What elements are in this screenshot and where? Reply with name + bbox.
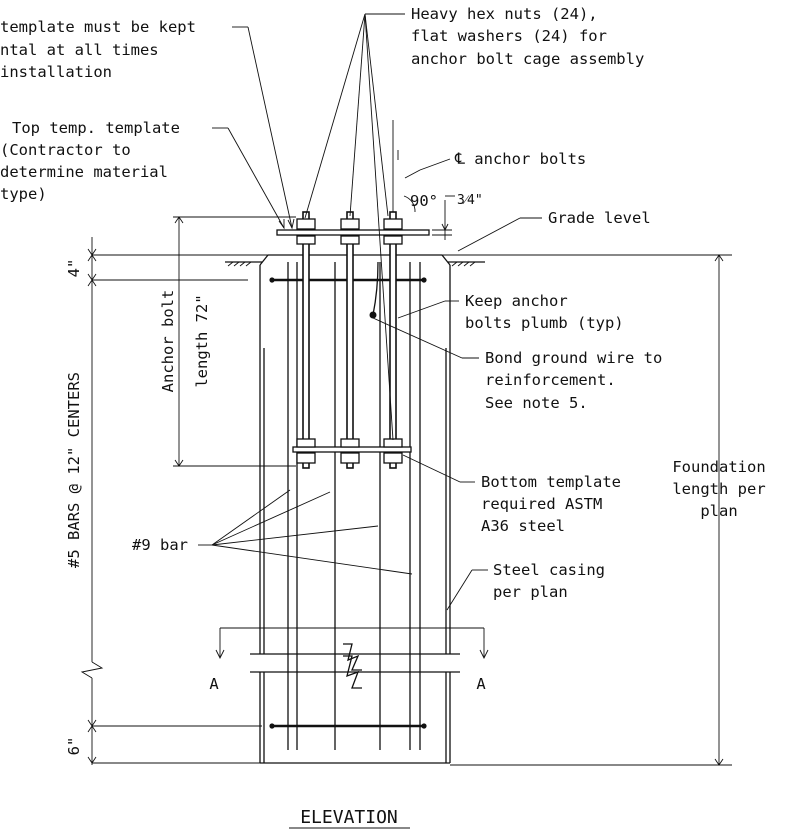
note-line: required ASTM xyxy=(481,495,602,513)
note-line: reinforcement. xyxy=(485,371,616,389)
section-mark-left: A xyxy=(209,675,219,693)
template-thickness-dimension xyxy=(432,195,455,240)
angle-label: 90° xyxy=(410,192,438,210)
grade-line xyxy=(225,261,485,267)
leader-lines xyxy=(198,13,542,611)
ground-wire xyxy=(369,261,379,319)
note-line: Bottom template xyxy=(481,473,621,491)
note-line: plan xyxy=(700,502,737,520)
steel-casing xyxy=(263,348,447,763)
note-bond-wire: Bond ground wire to reinforcement. See n… xyxy=(485,349,662,412)
dimension-top-label: 4" xyxy=(65,259,83,278)
hoop-bottom xyxy=(269,723,427,729)
section-break xyxy=(250,643,460,689)
section-cut xyxy=(215,627,489,660)
note-hex-nuts: Heavy hex nuts (24), flat washers (24) f… xyxy=(411,5,644,68)
left-dimension xyxy=(80,237,268,765)
note-line: Foundation xyxy=(672,458,765,476)
anchor-bolts xyxy=(302,120,399,469)
top-template xyxy=(276,218,430,245)
note-line: length per xyxy=(672,480,765,498)
dimension-bars-label: #5 BARS @ 12" CENTERS xyxy=(65,372,83,568)
note-line: determine material xyxy=(0,163,168,181)
note-line: Bond ground wire to xyxy=(485,349,662,367)
note-line: (Contractor to xyxy=(0,141,131,159)
note-line: flat washers (24) for xyxy=(411,27,607,45)
note-bottom-template: Bottom template required ASTM A36 steel xyxy=(481,473,621,535)
vertical-bars xyxy=(287,262,421,750)
cl-anchor-bolts-label: ℄ anchor bolts xyxy=(454,150,586,168)
note-line: installation xyxy=(0,63,112,81)
foundation-length-dimension xyxy=(440,254,732,766)
anchor-bolt-length-label: Anchor bolt xyxy=(159,290,177,393)
note-steel-casing: Steel casing per plan xyxy=(493,561,605,601)
note-top-template: Top temp. template (Contractor to determ… xyxy=(0,119,180,203)
note-line: ntal at all times xyxy=(0,41,159,59)
template-thickness-label: 3⁄4" xyxy=(457,193,483,208)
note-foundation-length: Foundation length per plan xyxy=(672,458,765,520)
note-line: anchor bolt cage assembly xyxy=(411,50,644,68)
grade-level-label: Grade level xyxy=(548,209,651,227)
drawing-title: ELEVATION xyxy=(300,807,398,828)
bottom-template xyxy=(292,438,412,464)
section-mark-right: A xyxy=(476,675,486,693)
anchor-bolt-length-dimension xyxy=(173,216,296,467)
note-line: per plan xyxy=(493,583,568,601)
note-line: Steel casing xyxy=(493,561,605,579)
note-line: type) xyxy=(0,185,47,203)
foundation-shaft xyxy=(259,254,451,764)
note-line: bolts plumb (typ) xyxy=(465,314,624,332)
note-keep-plumb: Keep anchor bolts plumb (typ) xyxy=(465,292,624,332)
note-line: template must be kept xyxy=(0,18,196,36)
bar9-label: #9 bar xyxy=(132,536,188,554)
note-line: Heavy hex nuts (24), xyxy=(411,5,598,23)
note-line: A36 steel xyxy=(481,517,565,535)
note-template-level: template must be kept ntal at all times … xyxy=(0,18,196,81)
anchor-bolt-length-label: length 72" xyxy=(193,294,211,387)
note-line: See note 5. xyxy=(485,394,588,412)
note-line: Keep anchor xyxy=(465,292,568,310)
dimension-bottom-label: 6" xyxy=(65,737,83,756)
note-line: Top temp. template xyxy=(12,119,180,137)
